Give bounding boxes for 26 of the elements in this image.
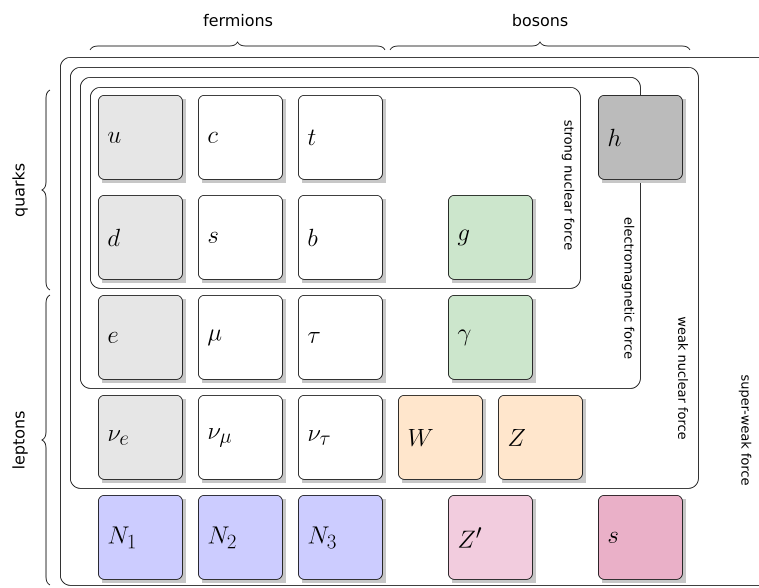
group-label: leptons: [12, 411, 28, 468]
particle-box: $u$: [98, 95, 186, 183]
particle-box: $Z$: [498, 395, 586, 483]
particle-box: $c$: [198, 95, 286, 183]
particle-box: $\nu_e$: [98, 395, 186, 483]
particle-box: $s$: [598, 495, 686, 583]
particle-box: $d$: [98, 195, 186, 283]
group-label: bosons: [513, 14, 568, 26]
particle-box: $h$: [598, 95, 686, 183]
particle-box: $W$: [398, 395, 486, 483]
particle-box: $e$: [98, 295, 186, 383]
particle-box: $t$: [298, 95, 386, 183]
particle-box: $Z'$: [448, 495, 536, 583]
particle-box: $\tau$: [298, 295, 386, 383]
group-label: fermions: [203, 14, 272, 26]
particle-box: $s$: [198, 195, 286, 283]
particle-box: $N_3$: [298, 495, 386, 583]
particle-box: $\mu$: [198, 295, 286, 383]
particle-box: $b$: [298, 195, 386, 283]
group-label: quarks: [12, 164, 28, 216]
particle-box: $\nu_\mu$: [198, 395, 286, 483]
particle-box: $g$: [448, 195, 536, 283]
particle-box: $\gamma$: [448, 295, 536, 383]
particle-box: $N_1$: [98, 495, 186, 583]
particle-box: $\nu_\tau$: [298, 395, 386, 483]
particle-box: $N_2$: [198, 495, 286, 583]
